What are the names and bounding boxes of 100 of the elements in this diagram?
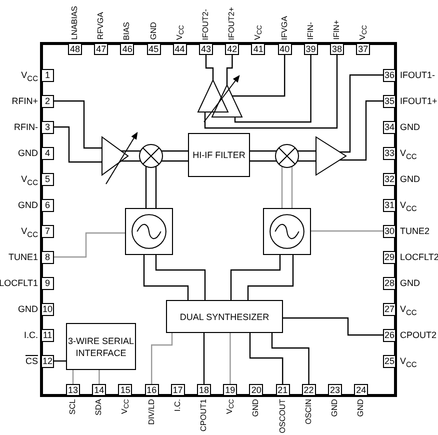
pin-box: 22 xyxy=(302,384,316,396)
connection-line xyxy=(230,255,281,300)
pin-label: GND xyxy=(400,277,420,289)
connection-line xyxy=(340,74,383,153)
connection-line xyxy=(72,370,74,384)
pin-label: DIV/LD xyxy=(146,399,157,425)
pin-label: V$_{CC}$ xyxy=(21,69,38,85)
pin-label: GND xyxy=(400,173,420,185)
connection-line xyxy=(161,160,188,162)
pin-label: IFOUT1- xyxy=(400,69,435,81)
pin-label: IFIN- xyxy=(304,22,316,40)
filter-block: HI-IF FILTER xyxy=(188,133,250,177)
pin-box: 24 xyxy=(354,384,368,396)
pin-box: 44 xyxy=(172,43,187,55)
connection-line xyxy=(249,333,284,384)
pin-box: 28 xyxy=(383,276,396,290)
pin-label: V$_{CC}$ xyxy=(400,199,417,215)
connection-line xyxy=(250,150,277,152)
pin-label: TUNE1 xyxy=(8,251,38,263)
pin-box: 36 xyxy=(383,68,396,82)
connection-line xyxy=(297,160,316,162)
pin-label: V$_{CC}$ xyxy=(400,147,417,163)
pin-box: 40 xyxy=(278,43,292,55)
connection-line xyxy=(232,55,286,97)
mixer-symbol xyxy=(139,144,163,168)
pin-label: IFIN+ xyxy=(331,20,342,40)
connection-line xyxy=(250,160,277,162)
connection-line xyxy=(121,160,141,162)
pin-label: BIAS xyxy=(121,22,132,40)
connection-line xyxy=(234,55,312,123)
amplifier-symbol xyxy=(315,136,347,176)
pin-box: 4 xyxy=(41,146,54,160)
pin-box: 16 xyxy=(144,384,159,396)
pin-label: IFOUT2+ xyxy=(226,6,238,40)
pin-box: 25 xyxy=(383,354,396,368)
connection-line xyxy=(155,255,206,300)
pin-label: V$_{CC}$ xyxy=(21,173,38,189)
pin-label: CPOUT2 xyxy=(400,329,437,341)
connection-line xyxy=(311,230,383,232)
pin-box: 38 xyxy=(330,43,344,55)
connection-line xyxy=(291,166,293,208)
pin-label: GND xyxy=(148,22,159,40)
connection-line xyxy=(151,333,173,384)
pin-box: 6 xyxy=(41,198,54,212)
pin-box: 7 xyxy=(41,224,54,238)
pin-label: CPOUT1 xyxy=(198,399,209,432)
pin-label: SCL xyxy=(67,399,78,415)
variable-gain-amplifier-symbol xyxy=(100,131,140,186)
connection-line xyxy=(54,232,125,258)
connection-line xyxy=(54,126,102,163)
connection-line xyxy=(226,55,233,85)
pin-label: OSCIN xyxy=(302,399,314,424)
pin-box: 15 xyxy=(118,384,132,396)
pin-label: RFIN- xyxy=(14,121,38,133)
pin-box: 21 xyxy=(276,384,290,396)
pin-box: 45 xyxy=(146,43,161,55)
pin-box: 2 xyxy=(41,94,54,108)
pin-label: IFOUT1+ xyxy=(400,95,438,107)
pin-box: 30 xyxy=(383,224,396,238)
pin-label: RFVGA xyxy=(95,12,106,40)
pin-label: LOCFLT1 xyxy=(0,277,38,289)
pin-label: GND xyxy=(329,399,340,417)
pin-box: 9 xyxy=(41,276,54,290)
pin-label: SDA xyxy=(93,399,104,416)
connection-line xyxy=(98,370,100,384)
connection-line xyxy=(203,333,205,384)
pin-box: 31 xyxy=(383,198,396,212)
connection-line xyxy=(230,333,231,384)
pin-box: 32 xyxy=(383,172,396,186)
oscillator-symbol xyxy=(125,208,173,255)
pin-label: CS xyxy=(25,355,38,367)
pin-box: 43 xyxy=(199,43,213,55)
pin-box: 12 xyxy=(41,354,54,368)
connection-line xyxy=(340,100,383,161)
pin-box: 23 xyxy=(328,384,342,396)
pin-box: 37 xyxy=(356,43,370,55)
pin-box: 20 xyxy=(249,384,264,396)
connection-line xyxy=(143,255,189,300)
pin-label: LOCFLT2 xyxy=(400,251,438,263)
pin-box: 10 xyxy=(41,302,54,316)
pin-label: V$_{CC}$ xyxy=(400,355,417,371)
connection-line xyxy=(121,150,141,152)
pin-box: 47 xyxy=(94,43,108,55)
pin-label: I.C. xyxy=(172,399,183,412)
pin-label: GND xyxy=(355,399,366,417)
pin-label: GND xyxy=(250,399,262,417)
pin-box: 14 xyxy=(92,384,106,396)
mixer-symbol xyxy=(275,144,299,168)
pin-label: OSCOUT xyxy=(276,399,288,434)
pin-box: 26 xyxy=(383,328,396,342)
connection-line xyxy=(281,166,283,208)
pin-label: GND xyxy=(18,147,38,159)
pin-label: V$_{CC}$ xyxy=(400,303,417,319)
synthesizer-block: DUAL SYNTHESIZER xyxy=(166,300,283,333)
pin-box: 11 xyxy=(41,328,54,342)
pin-box: 19 xyxy=(223,384,238,396)
connection-line xyxy=(283,317,383,336)
chip-outline xyxy=(40,42,397,397)
connection-line xyxy=(155,166,157,208)
serial-interface-block: 3-WIRE SERIAL INTERFACE xyxy=(66,323,136,370)
